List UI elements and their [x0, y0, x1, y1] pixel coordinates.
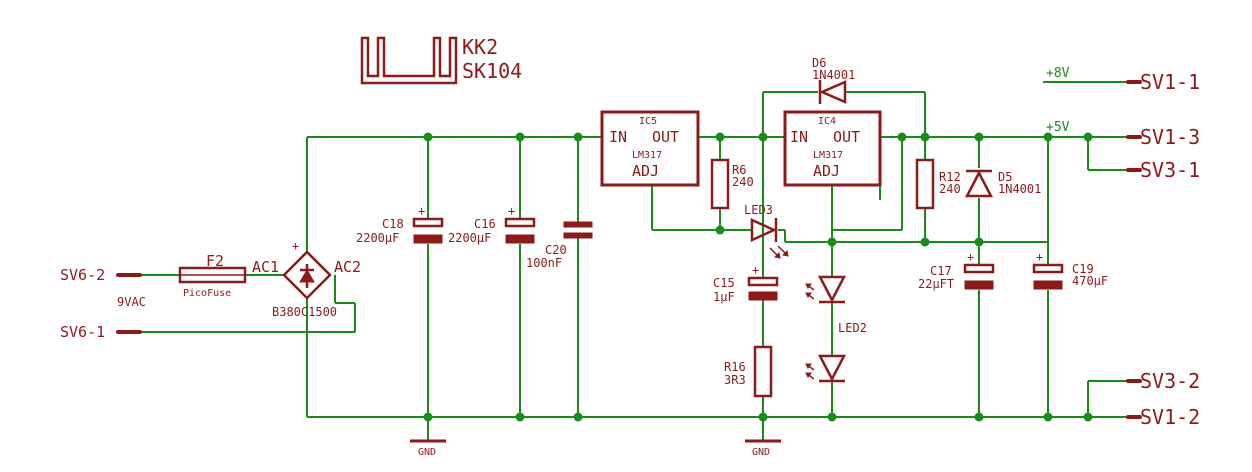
- c15-name: C15: [713, 276, 735, 290]
- ic4-in-label: IN: [790, 128, 808, 146]
- svg-text:+: +: [508, 204, 515, 218]
- r6-name: R6: [732, 163, 746, 177]
- ic5-out-label: OUT: [652, 128, 679, 146]
- led-led2: LED2: [805, 275, 867, 383]
- bridge-ac1-label: AC1: [252, 258, 279, 276]
- connector-sv6-1: SV6-1: [60, 323, 142, 341]
- regulator-ic4: IC4 IN OUT LM317 ADJ: [783, 110, 882, 187]
- resistor-r6: R6 240: [710, 158, 754, 210]
- bridge-plus-label: +: [292, 239, 299, 253]
- fuse-value: PicoFuse: [183, 288, 231, 299]
- c19-value: 470µF: [1072, 274, 1108, 288]
- led-led3: LED3: [744, 203, 789, 259]
- ic4-type: LM317: [813, 150, 843, 161]
- input-voltage-label: 9VAC: [117, 295, 146, 309]
- gnd-symbol-1: GND: [410, 439, 446, 458]
- c17-value: 22µFT: [918, 277, 954, 291]
- r6-value: 240: [732, 175, 754, 189]
- junctions: [423, 132, 1093, 422]
- bridge-ac2-label: AC2: [334, 258, 361, 276]
- gnd-label-2: GND: [752, 447, 770, 458]
- svg-text:+: +: [752, 263, 759, 277]
- resistor-r16: R16 3R3: [724, 345, 773, 398]
- r12-name: R12: [939, 170, 961, 184]
- c17-name: C17: [930, 264, 952, 278]
- gnd-label-1: GND: [418, 447, 436, 458]
- capacitor-c15: + C15 1µF: [713, 263, 779, 304]
- ic5-name: IC5: [639, 116, 657, 127]
- ic4-adj-label: ADJ: [813, 162, 840, 180]
- connector-sv3-1: SV3-1: [1126, 158, 1200, 182]
- connector-sv6-1-label: SV6-1: [60, 323, 105, 341]
- ic4-name: IC4: [818, 116, 836, 127]
- c18-value: 2200µF: [356, 231, 399, 245]
- ic5-adj-label: ADJ: [632, 162, 659, 180]
- capacitor-c16: + C16 2200µF: [448, 204, 536, 245]
- connector-sv1-2-label: SV1-2: [1140, 405, 1200, 429]
- fuse-name: F2: [206, 252, 224, 270]
- diode-d5: D5 1N4001: [964, 169, 1041, 198]
- c20-name: C20: [545, 243, 567, 257]
- heatsink-name: KK2: [462, 35, 498, 59]
- connector-sv1-1-label: SV1-1: [1140, 70, 1200, 94]
- r16-name: R16: [724, 360, 746, 374]
- capacitor-c17: + C17 22µFT: [918, 250, 995, 291]
- c15-value: 1µF: [713, 290, 735, 304]
- diode-d6: D6 1N4001: [812, 56, 855, 104]
- capacitor-c19: + C19 470µF: [1032, 250, 1108, 290]
- net-label-5v: +5V: [1046, 120, 1070, 135]
- c19-name: C19: [1072, 262, 1094, 276]
- connector-sv1-2: SV1-2: [1126, 405, 1200, 429]
- ic4-out-label: OUT: [833, 128, 860, 146]
- regulator-ic5: IC5 IN OUT LM317 ADJ: [600, 110, 700, 187]
- d5-value: 1N4001: [998, 182, 1041, 196]
- ic5-type: LM317: [632, 150, 662, 161]
- heatsink-kk2: KK2 SK104: [360, 35, 522, 85]
- c20-value: 100nF: [526, 256, 562, 270]
- connector-sv1-3-label: SV1-3: [1140, 125, 1200, 149]
- led3-name: LED3: [744, 203, 773, 217]
- d6-name: D6: [812, 56, 826, 70]
- c18-name: C18: [382, 217, 404, 231]
- connector-sv1-1: SV1-1: [1126, 70, 1200, 94]
- connector-sv1-3: SV1-3: [1126, 125, 1200, 149]
- bridge-name: B380C1500: [272, 305, 337, 319]
- d6-value: 1N4001: [812, 68, 855, 82]
- connector-sv3-2: SV3-2: [1126, 369, 1200, 393]
- c16-value: 2200µF: [448, 231, 491, 245]
- d5-name: D5: [998, 170, 1012, 184]
- r12-value: 240: [939, 182, 961, 196]
- ic5-in-label: IN: [609, 128, 627, 146]
- led2-name: LED2: [838, 321, 867, 335]
- svg-text:+: +: [967, 250, 974, 264]
- svg-text:+: +: [1036, 250, 1043, 264]
- connector-sv3-2-label: SV3-2: [1140, 369, 1200, 393]
- gnd-symbol-2: GND: [745, 439, 781, 458]
- connector-sv6-2: SV6-2: [60, 266, 142, 284]
- svg-text:+: +: [418, 204, 425, 218]
- connector-sv6-2-label: SV6-2: [60, 266, 105, 284]
- capacitor-c20: C20 100nF: [526, 221, 593, 270]
- fuse-f2: F2 PicoFuse: [178, 252, 247, 299]
- r16-value: 3R3: [724, 373, 746, 387]
- c16-name: C16: [474, 217, 496, 231]
- connector-sv3-1-label: SV3-1: [1140, 158, 1200, 182]
- net-label-8v: +8V: [1046, 66, 1070, 81]
- resistor-r12: R12 240: [915, 158, 961, 210]
- capacitor-c18: + C18 2200µF: [356, 204, 444, 245]
- bridge-rectifier: AC1 AC2 + B380C1500: [252, 239, 361, 319]
- heatsink-type: SK104: [462, 59, 522, 83]
